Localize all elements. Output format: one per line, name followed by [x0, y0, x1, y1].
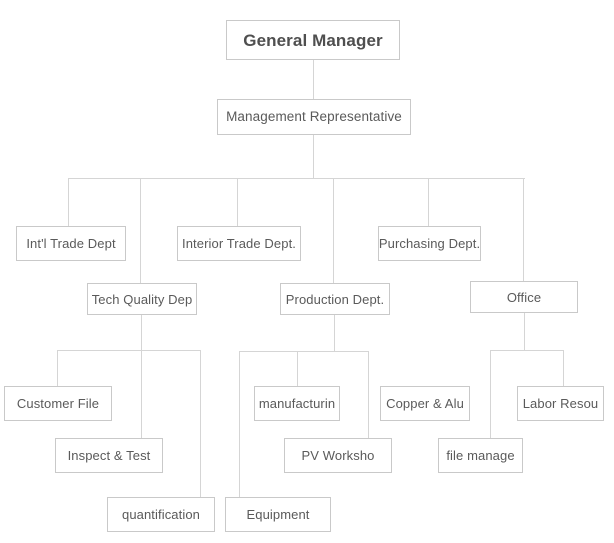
- org-node-interior-trade-dept[interactable]: Interior Trade Dept.: [177, 226, 301, 261]
- connector-trunk-drop-production: [333, 178, 334, 283]
- org-node-customer-file[interactable]: Customer File: [4, 386, 112, 421]
- connector-techquality-stem: [141, 315, 142, 350]
- org-node-copper-and-alu[interactable]: Copper & Alu: [380, 386, 470, 421]
- connector-production-drop-pv: [368, 351, 369, 438]
- connector-trunk-drop-intl: [68, 178, 69, 226]
- org-node-purchasing-dept[interactable]: Purchasing Dept.: [378, 226, 481, 261]
- org-node-manufacturing[interactable]: manufacturin: [254, 386, 340, 421]
- connector-office-stem: [524, 313, 525, 350]
- connector-mr-drop: [313, 135, 314, 178]
- org-node-quantification[interactable]: quantification: [107, 497, 215, 532]
- connector-trunk-drop-office: [523, 178, 524, 281]
- connector-trunk-drop-purchasing: [428, 178, 429, 226]
- connector-techquality-drop-inspect: [141, 350, 142, 438]
- org-node-production-dept[interactable]: Production Dept.: [280, 283, 390, 315]
- org-node-management-representative[interactable]: Management Representative: [217, 99, 411, 135]
- org-node-intl-trade-dept[interactable]: Int'l Trade Dept: [16, 226, 126, 261]
- org-node-labor-resource[interactable]: Labor Resou: [517, 386, 604, 421]
- org-node-pv-workshop[interactable]: PV Worksho: [284, 438, 392, 473]
- connector-production-trunk: [239, 351, 369, 352]
- connector-office-drop-filemanage: [490, 350, 491, 438]
- connector-production-drop-equipment: [239, 351, 240, 497]
- org-node-file-manage[interactable]: file manage: [438, 438, 523, 473]
- connector-main-trunk: [68, 178, 525, 179]
- connector-trunk-drop-interior: [237, 178, 238, 226]
- org-node-tech-quality-dep[interactable]: Tech Quality Dep: [87, 283, 197, 315]
- connector-office-drop-labor: [563, 350, 564, 386]
- connector-production-drop-manufacturing: [297, 351, 298, 386]
- connector-techquality-drop-quant: [200, 350, 201, 497]
- org-node-inspect-and-test[interactable]: Inspect & Test: [55, 438, 163, 473]
- connector-techquality-trunk: [57, 350, 201, 351]
- connector-techquality-drop-customer: [57, 350, 58, 386]
- connector-production-stem: [334, 315, 335, 351]
- connector-trunk-drop-techquality: [140, 178, 141, 283]
- org-node-office[interactable]: Office: [470, 281, 578, 313]
- connector-gm-to-mr: [313, 60, 314, 99]
- org-node-equipment[interactable]: Equipment: [225, 497, 331, 532]
- org-node-general-manager[interactable]: General Manager: [226, 20, 400, 60]
- connector-office-trunk: [490, 350, 564, 351]
